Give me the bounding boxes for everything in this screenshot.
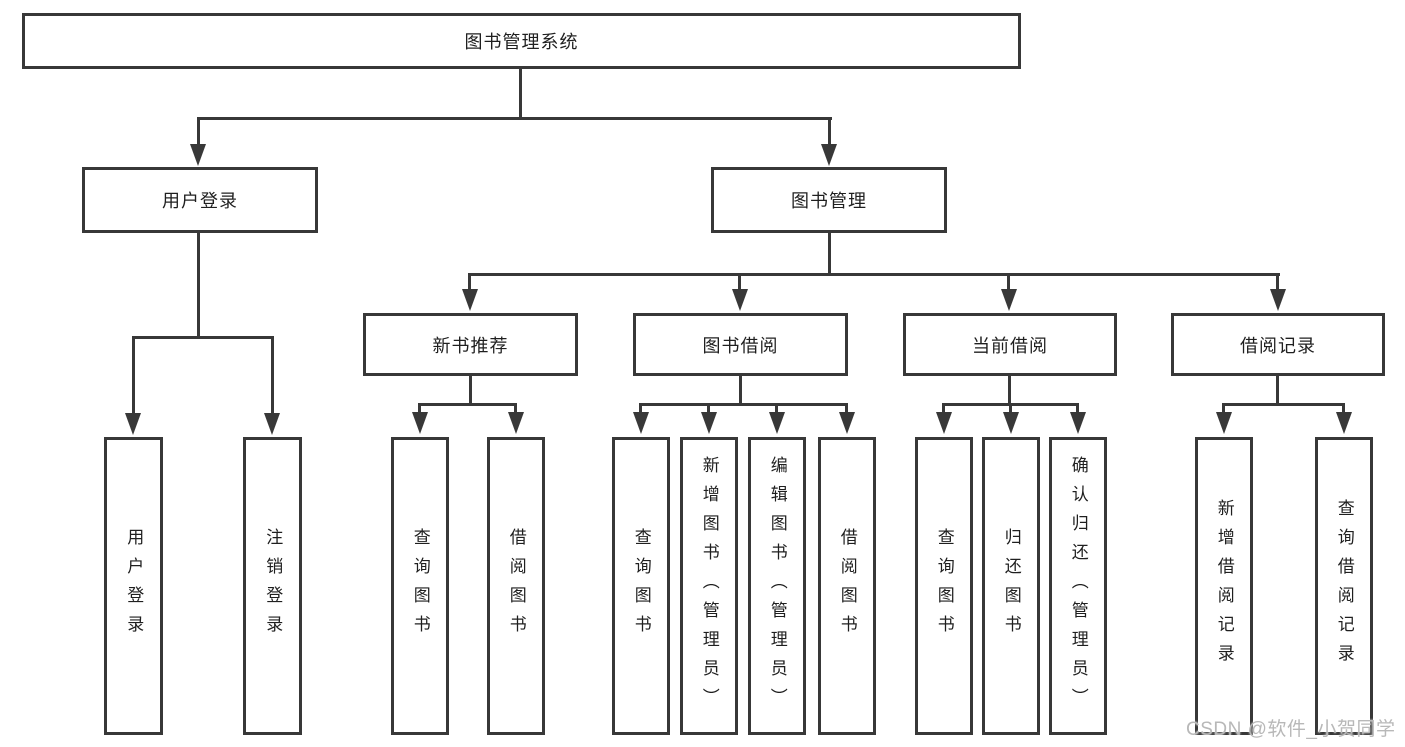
- arrow-down-icon: [936, 412, 952, 434]
- connector-user-login-stem: [197, 233, 200, 339]
- leaf-borrow-books: 借阅图书: [487, 437, 545, 735]
- connector-drop-leaf: [707, 403, 710, 415]
- connector-drop-leaf: [845, 403, 848, 415]
- leaf-query-books: 查询图书: [915, 437, 973, 735]
- leaf-confirm-return-admin: 确认归还（管理员）: [1049, 437, 1107, 735]
- connector-drop-user-login: [197, 117, 200, 148]
- arrow-down-icon: [125, 413, 141, 435]
- node-root: 图书管理系统: [22, 13, 1021, 69]
- connector-book-management-stem: [828, 233, 831, 276]
- node-borrow-records: 借阅记录: [1171, 313, 1385, 376]
- arrow-down-icon: [839, 412, 855, 434]
- connector-root-stem: [519, 69, 522, 120]
- connector-module-stem: [1276, 376, 1279, 406]
- connector-level2-rail: [197, 117, 832, 120]
- arrow-down-icon: [1336, 412, 1352, 434]
- arrow-down-icon: [412, 412, 428, 434]
- arrow-down-icon: [1270, 289, 1286, 311]
- connector-drop-leaf: [1342, 403, 1345, 415]
- connector-drop-leaf: [639, 403, 642, 415]
- connector-module-stem: [739, 376, 742, 406]
- node-current-borrow: 当前借阅: [903, 313, 1117, 376]
- node-label: 当前借阅: [972, 335, 1048, 356]
- node-book-borrow: 图书借阅: [633, 313, 848, 376]
- leaf-logout: 注销登录: [243, 437, 302, 735]
- connector-drop-leaf: [942, 403, 945, 415]
- node-book-management-label: 图书管理: [791, 191, 867, 211]
- node-book-management: 图书管理: [711, 167, 947, 233]
- node-new-book-recommend: 新书推荐: [363, 313, 578, 376]
- connector-user-login-rail: [132, 336, 274, 339]
- csdn-watermark: CSDN @软件_小贺同学: [1186, 719, 1396, 740]
- node-label: 图书借阅: [702, 335, 779, 356]
- arrow-down-icon: [732, 289, 748, 311]
- connector-drop-leaf: [418, 403, 421, 415]
- leaf-label: 注销登录: [263, 528, 283, 644]
- arrow-down-icon: [821, 144, 837, 166]
- arrow-down-icon: [1003, 412, 1019, 434]
- node-root-label: 图书管理系统: [464, 32, 579, 52]
- connector-drop-leaf: [132, 336, 135, 416]
- connector-leaf-rail: [418, 403, 517, 406]
- leaf-label: 新增借阅记录: [1214, 499, 1234, 673]
- arrow-down-icon: [701, 412, 717, 434]
- connector-drop-module: [1276, 273, 1279, 293]
- leaf-label: 借阅图书: [837, 528, 857, 644]
- arrow-down-icon: [508, 412, 524, 434]
- connector-leaf-rail: [1222, 403, 1345, 406]
- leaf-return-books: 归还图书: [982, 437, 1040, 735]
- arrow-down-icon: [1216, 412, 1232, 434]
- connector-level3-rail: [469, 273, 1280, 276]
- connector-module-stem: [469, 376, 472, 406]
- arrow-down-icon: [462, 289, 478, 311]
- node-user-login-label: 用户登录: [162, 191, 238, 211]
- leaf-label: 新增图书（管理员）: [699, 455, 719, 717]
- connector-drop-leaf: [1076, 403, 1079, 415]
- arrow-down-icon: [769, 412, 785, 434]
- leaf-label: 查询图书: [934, 528, 954, 644]
- leaf-query-books: 查询图书: [391, 437, 449, 735]
- arrow-down-icon: [1001, 289, 1017, 311]
- leaf-label: 编辑图书（管理员）: [767, 455, 787, 717]
- leaf-label: 查询图书: [410, 528, 430, 644]
- leaf-add-book-admin: 新增图书（管理员）: [680, 437, 738, 735]
- connector-drop-module: [738, 273, 741, 293]
- arrow-down-icon: [1070, 412, 1086, 434]
- connector-drop-leaf: [514, 403, 517, 415]
- leaf-add-borrow-record: 新增借阅记录: [1195, 437, 1253, 735]
- connector-module-stem: [1008, 376, 1011, 406]
- leaf-label: 归还图书: [1001, 528, 1021, 644]
- leaf-label: 确认归还（管理员）: [1068, 455, 1088, 717]
- arrow-down-icon: [264, 413, 280, 435]
- connector-drop-module: [468, 273, 471, 293]
- connector-drop-leaf: [1009, 403, 1012, 415]
- leaf-query-books: 查询图书: [612, 437, 670, 735]
- arrow-down-icon: [633, 412, 649, 434]
- connector-leaf-rail: [639, 403, 848, 406]
- leaf-label: 查询借阅记录: [1334, 499, 1354, 673]
- leaf-query-borrow-record: 查询借阅记录: [1315, 437, 1373, 735]
- connector-drop-leaf: [775, 403, 778, 415]
- node-label: 借阅记录: [1240, 335, 1316, 356]
- leaf-label: 借阅图书: [506, 528, 526, 644]
- node-label: 新书推荐: [432, 335, 509, 356]
- leaf-edit-book-admin: 编辑图书（管理员）: [748, 437, 806, 735]
- connector-drop-book-management: [828, 117, 831, 148]
- connector-drop-module: [1007, 273, 1010, 293]
- arrow-down-icon: [190, 144, 206, 166]
- leaf-label: 查询图书: [631, 528, 651, 644]
- connector-drop-leaf: [271, 336, 274, 416]
- connector-drop-leaf: [1222, 403, 1225, 415]
- node-user-login: 用户登录: [82, 167, 318, 233]
- leaf-user-login: 用户登录: [104, 437, 163, 735]
- leaf-label: 用户登录: [124, 528, 144, 644]
- leaf-borrow-books: 借阅图书: [818, 437, 876, 735]
